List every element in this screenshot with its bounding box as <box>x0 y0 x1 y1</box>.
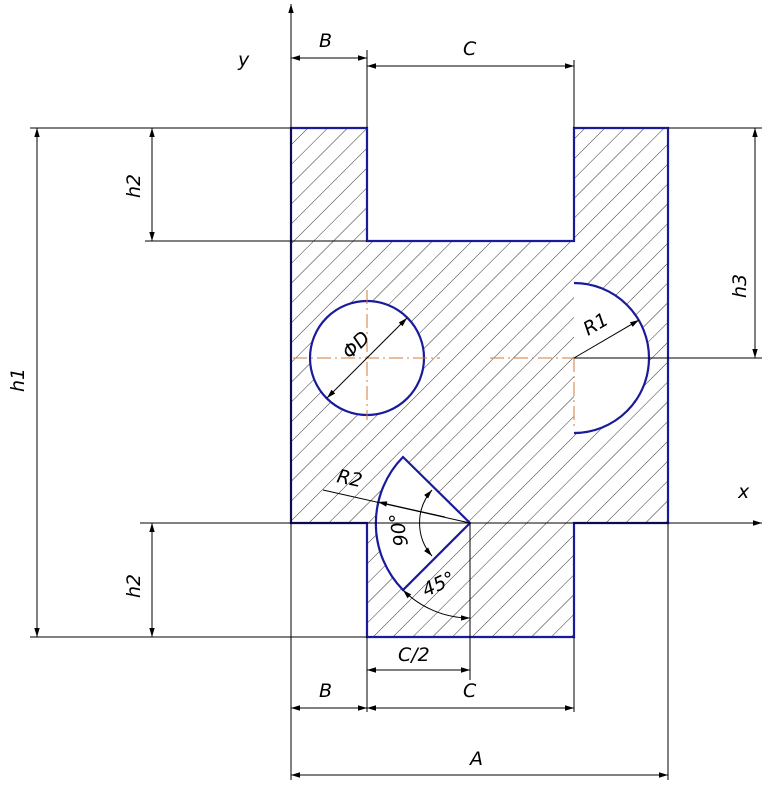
extension-lines <box>30 50 762 780</box>
dim-label-h2-top: h2 <box>123 174 145 198</box>
dimension-lines <box>34 55 758 778</box>
y-axis-label: y <box>237 49 250 71</box>
dim-label-c-top: C <box>463 38 477 60</box>
dim-label-b-top: B <box>319 30 332 52</box>
dim-label-h1: h1 <box>7 368 29 392</box>
dim-label-h2-bottom: h2 <box>123 574 145 598</box>
dim-label-h3: h3 <box>729 274 751 298</box>
x-axis-label: x <box>737 481 750 503</box>
dim-label-r2: R2 <box>335 465 364 492</box>
dim-label-c-bottom: C <box>463 680 477 702</box>
dim-label-b-bottom: B <box>319 680 332 702</box>
dim-label-a: A <box>468 748 483 770</box>
dim-label-c-half: C/2 <box>398 644 430 666</box>
hatched-section <box>291 128 668 637</box>
